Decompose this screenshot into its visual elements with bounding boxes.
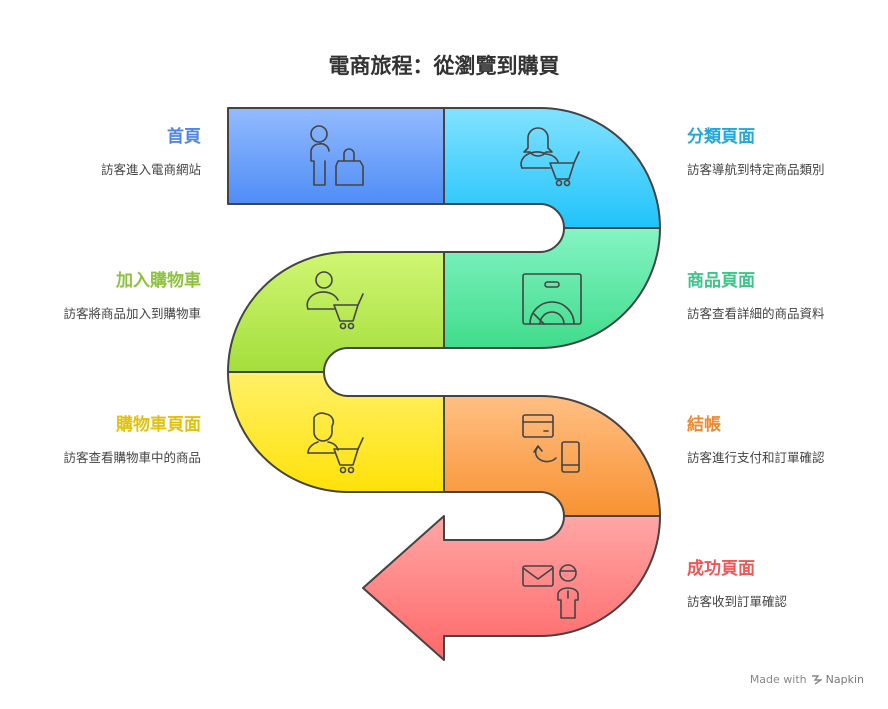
step-title: 結帳 — [687, 415, 721, 435]
napkin-logo-icon — [811, 675, 822, 685]
step-desc: 訪客進行支付和訂單確認 — [687, 450, 825, 465]
segment-cart-page — [227, 371, 445, 493]
segment-home — [227, 107, 445, 205]
segment-success-arrow — [362, 515, 661, 661]
step-product: 商品頁面 訪客查看詳細的商品資料 — [687, 270, 877, 322]
made-with-napkin[interactable]: Made with Napkin — [750, 673, 864, 686]
segment-product — [443, 227, 661, 349]
step-home: 首頁 訪客進入電商網站 — [11, 126, 201, 178]
step-category: 分類頁面 訪客導航到特定商品類別 — [687, 126, 877, 178]
woman-cart-icon — [520, 127, 580, 187]
step-add-to-cart: 加入購物車 訪客將商品加入到購物車 — [11, 270, 201, 322]
person-cart-icon — [306, 271, 364, 330]
email-person-icon — [522, 564, 579, 619]
step-cart-page: 購物車頁面 訪客查看購物車中的商品 — [11, 414, 201, 466]
step-desc: 訪客收到訂單確認 — [687, 594, 788, 609]
person-shopping-bag-icon — [310, 125, 364, 186]
product-box-icon — [522, 273, 582, 325]
step-desc: 訪客導航到特定商品類別 — [687, 162, 825, 177]
step-desc: 訪客進入電商網站 — [100, 162, 201, 177]
step-desc: 訪客將商品加入到購物車 — [63, 306, 201, 321]
step-title: 分類頁面 — [687, 127, 755, 147]
step-desc: 訪客查看詳細的商品資料 — [687, 306, 825, 321]
step-title: 加入購物車 — [116, 271, 201, 291]
step-desc: 訪客查看購物車中的商品 — [63, 450, 201, 465]
napkin-brand: Napkin — [825, 673, 864, 686]
step-title: 購物車頁面 — [116, 415, 201, 435]
step-checkout: 結帳 訪客進行支付和訂單確認 — [687, 414, 877, 466]
made-with-text: Made with — [749, 673, 807, 686]
step-title: 首頁 — [167, 127, 201, 147]
card-phone-payment-icon — [522, 414, 580, 473]
diagram-title: 電商旅程：從瀏覽到購買 — [328, 54, 560, 78]
man-cart-icon — [307, 412, 364, 474]
step-success: 成功頁面 訪客收到訂單確認 — [687, 558, 877, 610]
step-title: 商品頁面 — [687, 271, 755, 291]
step-title: 成功頁面 — [687, 559, 755, 579]
segment-checkout — [443, 395, 661, 517]
